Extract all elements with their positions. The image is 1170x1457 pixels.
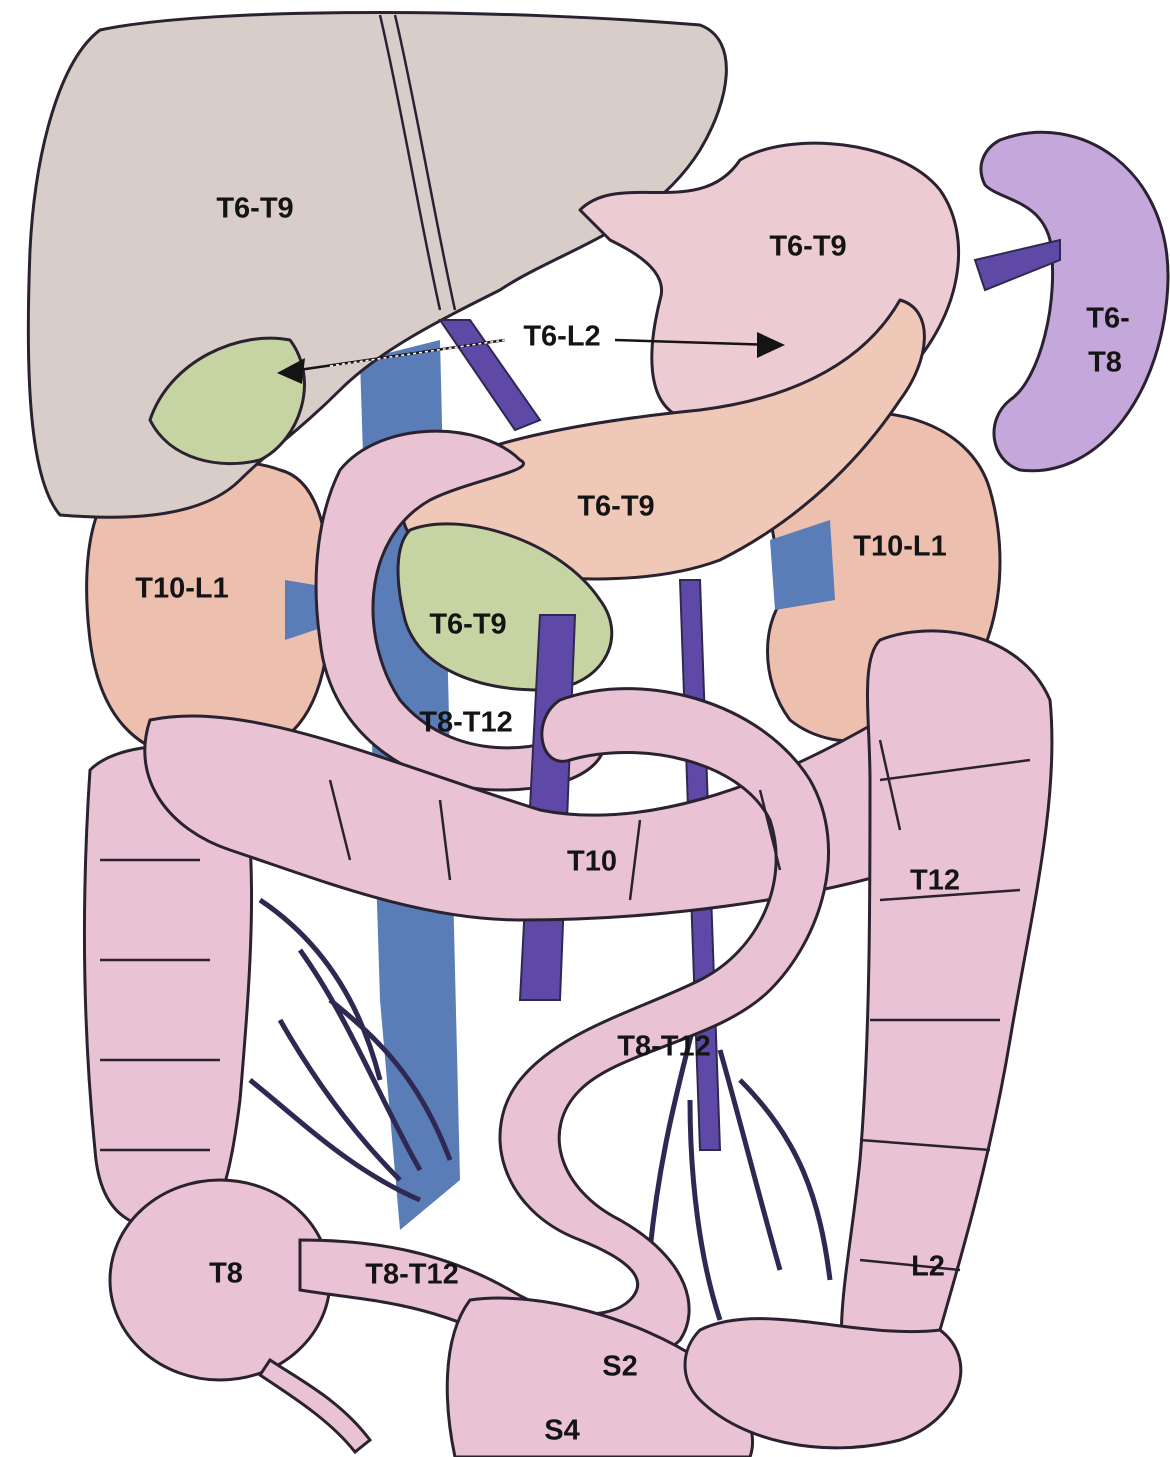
descending-colon (839, 629, 1054, 1390)
label-gallbladder-pancreas-arrow: T6-L2 (523, 321, 600, 353)
label-terminal-ileum: T8-T12 (365, 1259, 458, 1291)
label-small-intestine-upper: T8-T12 (419, 707, 512, 739)
t6-l2-arrow (277, 332, 785, 384)
arrow-head-right (757, 332, 785, 358)
label-spleen-top: T6- (1086, 303, 1130, 335)
label-kidney-right: T10-L1 (853, 531, 946, 563)
falciform-ligament-b (393, 14, 457, 311)
mesenteric-vessels-left (248, 897, 453, 1203)
label-jejunum: T8-T12 (617, 1031, 710, 1063)
falciform-ligament (378, 14, 442, 311)
label-sigmoid-colon: L2 (911, 1251, 945, 1283)
label-rectum-upper: S2 (602, 1351, 637, 1383)
sigmoid-colon (683, 1317, 963, 1450)
appendix (257, 1357, 373, 1455)
label-duodenum: T6-T9 (429, 609, 506, 641)
spleen (979, 130, 1170, 473)
arrow-head-left (277, 358, 305, 384)
haustra-ascending (100, 858, 220, 1152)
label-rectum-lower: S4 (544, 1415, 579, 1447)
label-stomach: T6-T9 (769, 231, 846, 263)
mesenteric-vessels-right (647, 999, 833, 1321)
label-kidney-left: T10-L1 (135, 573, 228, 605)
label-pancreas: T6-T9 (577, 491, 654, 523)
haustra-transverse (328, 739, 902, 901)
label-liver: T6-T9 (216, 193, 293, 225)
gallbladder (148, 336, 306, 466)
label-descending-colon: T12 (910, 865, 960, 897)
renal-vein-right (770, 520, 835, 610)
label-spleen-bottom: T8 (1088, 347, 1122, 379)
label-cecum: T8 (209, 1258, 243, 1290)
splenic-artery (973, 238, 1061, 292)
portal-vein (438, 319, 542, 432)
small-intestine (298, 687, 831, 1372)
haustra-descending (859, 758, 1031, 1272)
duodenum (314, 429, 607, 792)
label-transverse-colon: T10 (567, 846, 617, 878)
